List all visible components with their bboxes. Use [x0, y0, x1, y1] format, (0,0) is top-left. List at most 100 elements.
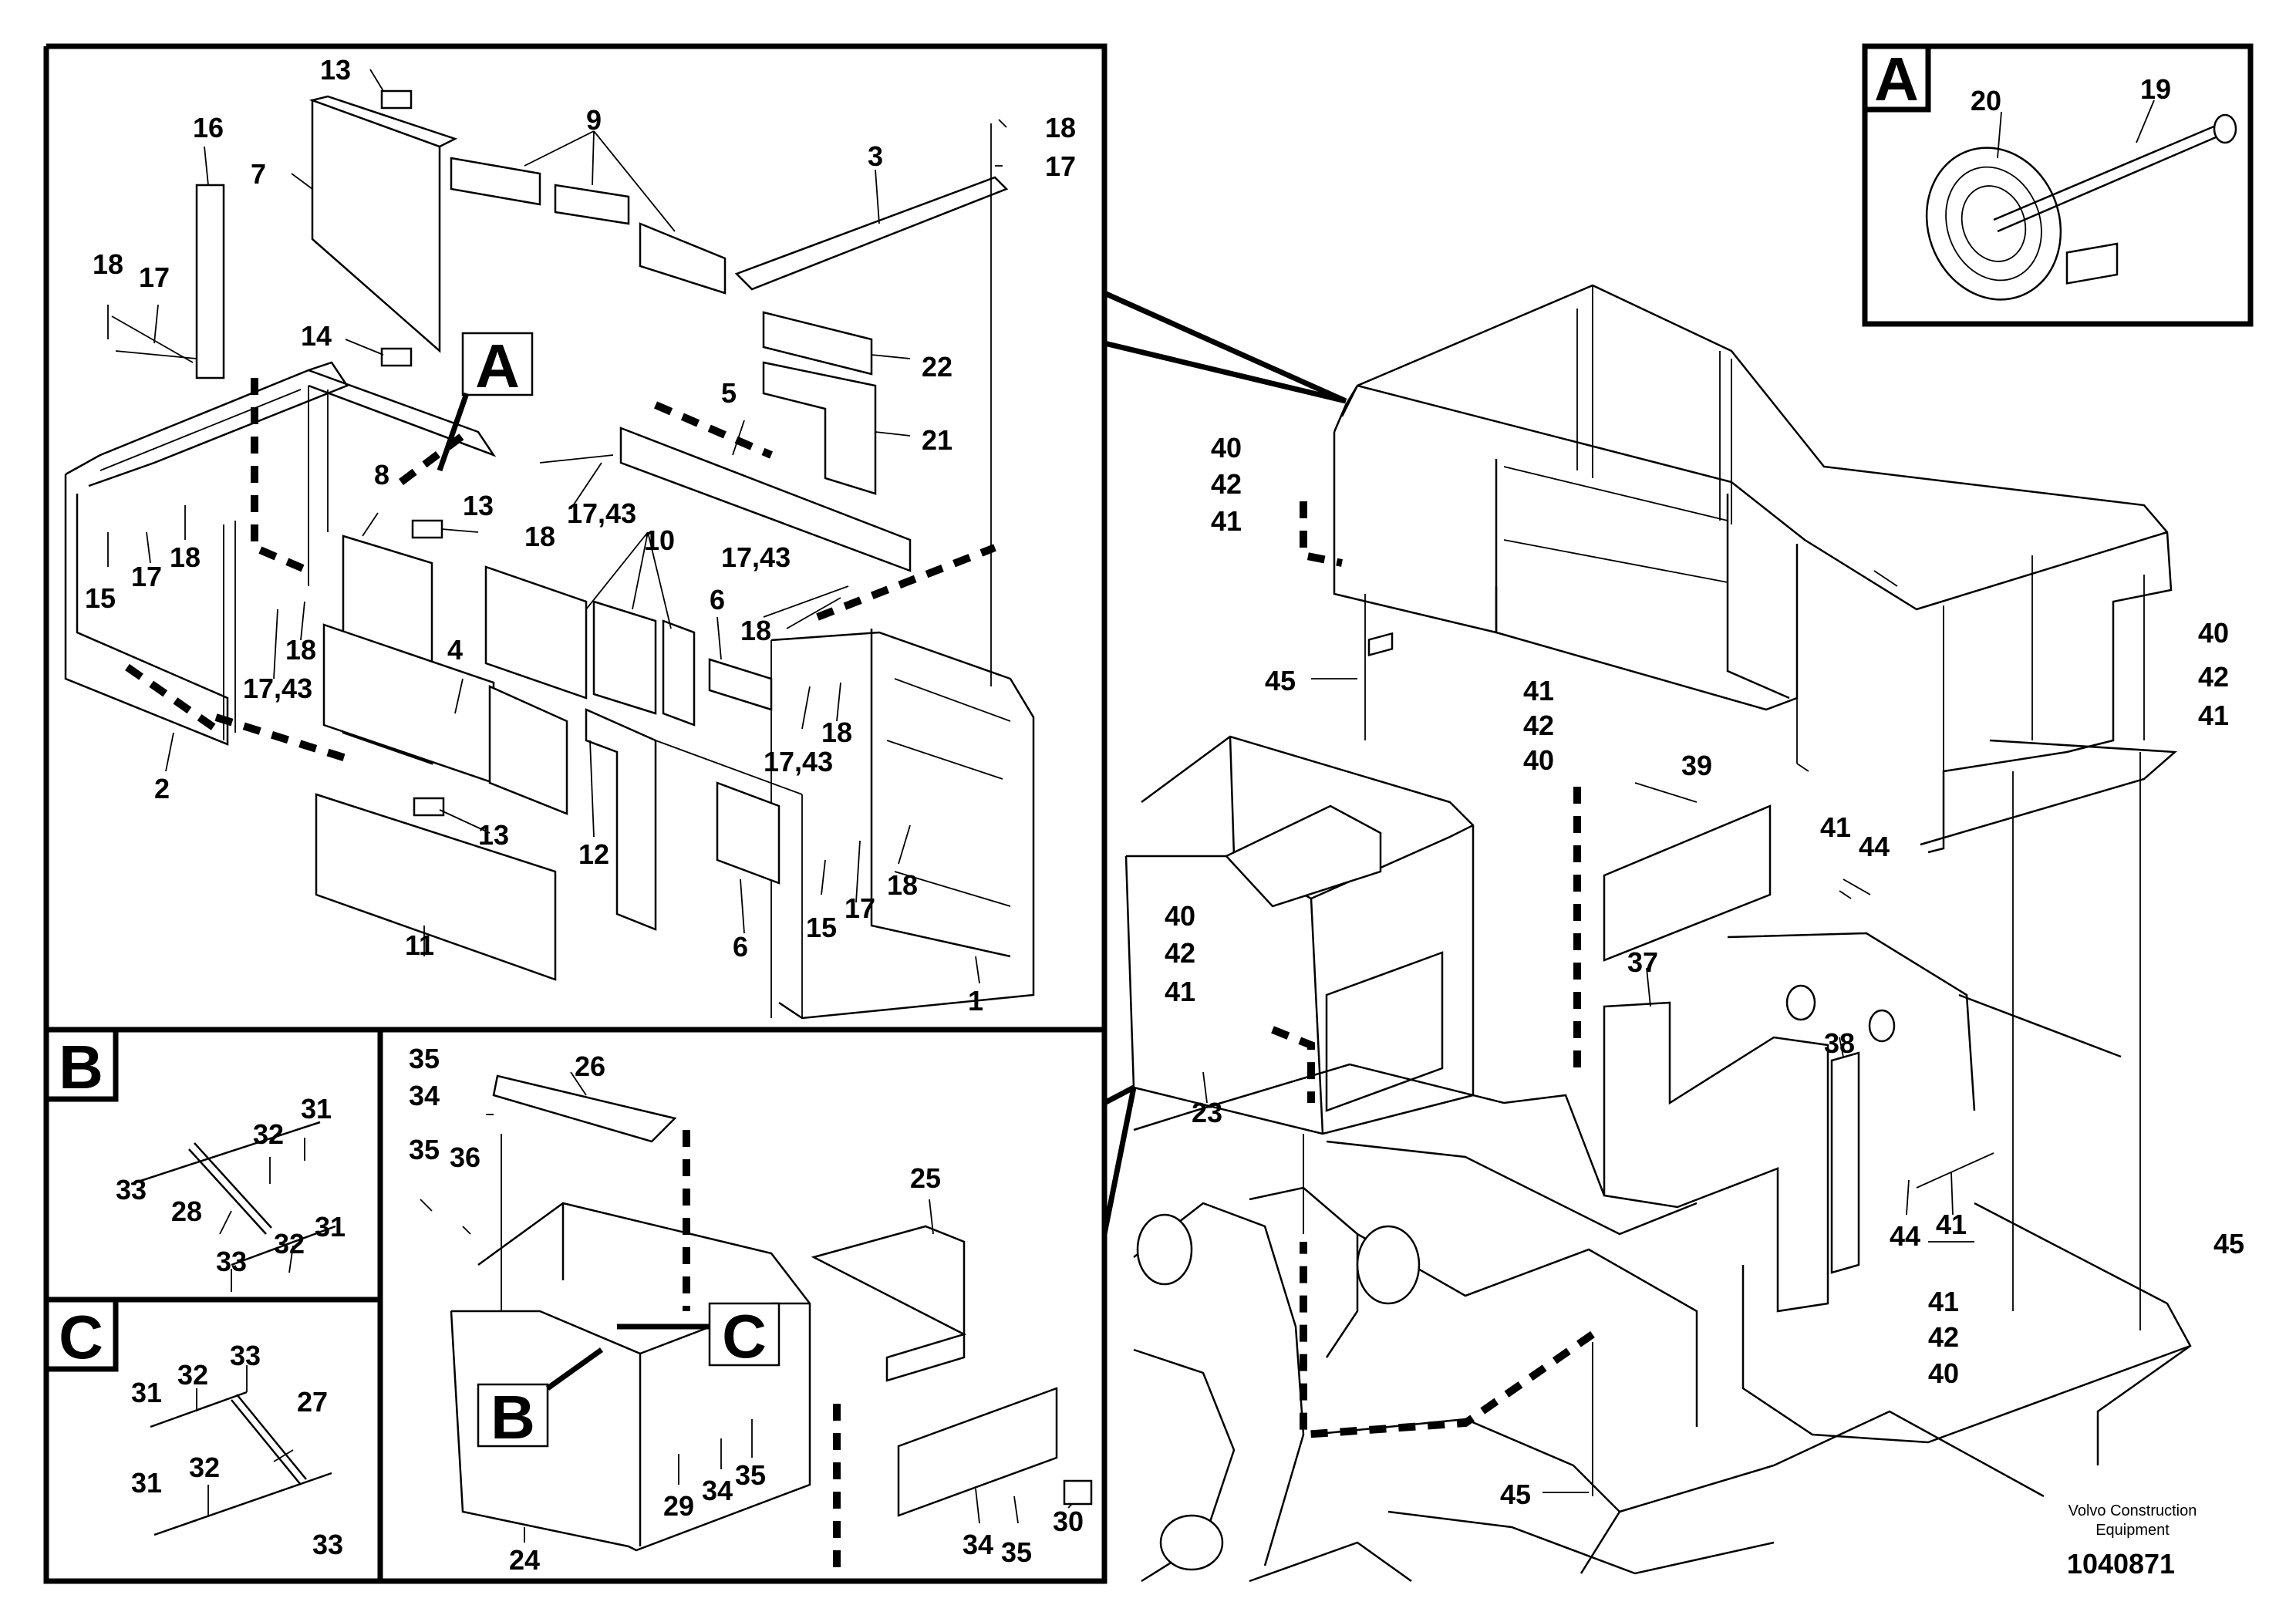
callout-31: 31 — [301, 1093, 332, 1125]
callout-7: 7 — [251, 158, 266, 190]
callout-18: 18 — [1045, 112, 1076, 143]
main-view-parts — [64, 69, 1035, 1020]
frame-lower-assembly-view — [377, 1027, 1108, 1584]
callout-24: 24 — [509, 1544, 540, 1576]
callout-36: 36 — [450, 1141, 480, 1173]
lower-assembly-drawing — [420, 1071, 1093, 1573]
callout-30: 30 — [1053, 1506, 1084, 1537]
callout-40: 40 — [1165, 900, 1195, 932]
callout-13: 13 — [478, 819, 509, 851]
callout-28: 28 — [171, 1195, 202, 1227]
callout-17-43: 17,43 — [243, 673, 312, 704]
callout-33: 33 — [116, 1174, 147, 1206]
callout-44: 44 — [1890, 1220, 1920, 1252]
callout-37: 37 — [1627, 946, 1658, 978]
callout-31: 31 — [131, 1377, 162, 1408]
callout-14: 14 — [301, 320, 332, 352]
callout-29: 29 — [663, 1490, 694, 1522]
callout-40: 40 — [2198, 617, 2229, 649]
detail-a-drawing — [1925, 99, 2237, 301]
callout-9: 9 — [586, 104, 602, 136]
callout-44: 44 — [1859, 831, 1890, 862]
callout-17-43: 17,43 — [567, 497, 636, 529]
company-name-line2: Equipment — [2095, 1522, 2170, 1539]
callout-18: 18 — [524, 521, 555, 552]
callout-17-43: 17,43 — [764, 746, 833, 777]
footer: Volvo Construction Equipment 1040871 — [2067, 1502, 2197, 1580]
callout-17: 17 — [131, 561, 162, 592]
detail-a-label-main: A — [475, 332, 520, 400]
callout-42: 42 — [2198, 661, 2229, 693]
callout-35: 35 — [409, 1043, 440, 1074]
detail-c-drawing — [150, 1365, 332, 1536]
callout-41: 41 — [1936, 1209, 1967, 1240]
callout-5: 5 — [721, 377, 737, 409]
callout-18: 18 — [740, 615, 771, 646]
callout-32: 32 — [274, 1228, 305, 1259]
callout-41: 41 — [1820, 811, 1851, 843]
callout-32: 32 — [189, 1452, 220, 1483]
callout-21: 21 — [922, 424, 952, 456]
callout-17-43: 17,43 — [721, 541, 791, 573]
detail-b-label-assembly: B — [491, 1383, 535, 1452]
callout-45: 45 — [1500, 1479, 1531, 1510]
callout-45: 45 — [1265, 665, 1296, 696]
callout-10: 10 — [644, 524, 675, 556]
detail-c-label-assembly: C — [722, 1302, 767, 1371]
callout-18: 18 — [285, 634, 316, 666]
callout-34: 34 — [963, 1529, 993, 1560]
callout-15: 15 — [806, 912, 837, 943]
callout-2: 2 — [154, 773, 170, 804]
callout-13: 13 — [320, 54, 351, 86]
callout-25: 25 — [910, 1162, 941, 1194]
callout-45: 45 — [2213, 1228, 2244, 1259]
callout-35: 35 — [735, 1459, 766, 1491]
callout-31: 31 — [315, 1211, 346, 1243]
callout-40: 40 — [1211, 432, 1242, 464]
detail-b-label: B — [59, 1033, 103, 1101]
callout-32: 32 — [253, 1118, 284, 1150]
callout-41: 41 — [1928, 1286, 1959, 1317]
callout-42: 42 — [1211, 468, 1242, 500]
callout-6: 6 — [710, 584, 725, 615]
right-main-assembly — [1124, 242, 2192, 1583]
callout-41: 41 — [1523, 675, 1554, 706]
callout-13: 13 — [463, 490, 494, 521]
callout-19: 19 — [2140, 73, 2171, 105]
callout-35: 35 — [409, 1134, 440, 1165]
detail-b-drawing — [130, 1121, 336, 1292]
callout-27: 27 — [297, 1386, 328, 1418]
callout-35: 35 — [1001, 1536, 1032, 1568]
callout-33: 33 — [312, 1529, 343, 1560]
detail-c-label: C — [59, 1303, 103, 1371]
callout-17: 17 — [845, 892, 875, 924]
callout-4: 4 — [447, 634, 463, 666]
callout-31: 31 — [131, 1467, 162, 1499]
callout-42: 42 — [1165, 937, 1195, 969]
callout-8: 8 — [374, 459, 389, 491]
callout-23: 23 — [1192, 1097, 1222, 1128]
callout-22: 22 — [922, 351, 952, 383]
callout-17: 17 — [139, 261, 170, 293]
callout-41: 41 — [1165, 976, 1195, 1007]
callout-16: 16 — [193, 112, 224, 143]
callout-38: 38 — [1824, 1027, 1855, 1059]
callout-11: 11 — [405, 929, 434, 961]
callout-18: 18 — [821, 717, 852, 748]
callout-17: 17 — [1045, 150, 1076, 182]
callout-12: 12 — [578, 838, 609, 870]
callout-20: 20 — [1971, 85, 2001, 116]
callout-34: 34 — [409, 1080, 440, 1111]
callout-33: 33 — [216, 1246, 247, 1277]
callout-18: 18 — [887, 869, 918, 901]
callout-33: 33 — [230, 1340, 261, 1371]
callout-42: 42 — [1928, 1321, 1959, 1353]
callout-32: 32 — [177, 1359, 208, 1391]
callout-34: 34 — [702, 1475, 733, 1506]
callout-39: 39 — [1681, 750, 1712, 781]
callout-18: 18 — [93, 248, 123, 280]
company-name-line1: Volvo Construction — [2068, 1502, 2197, 1519]
frame-detail-a — [1862, 43, 2254, 327]
frame-connector-lines — [1101, 290, 1347, 1235]
